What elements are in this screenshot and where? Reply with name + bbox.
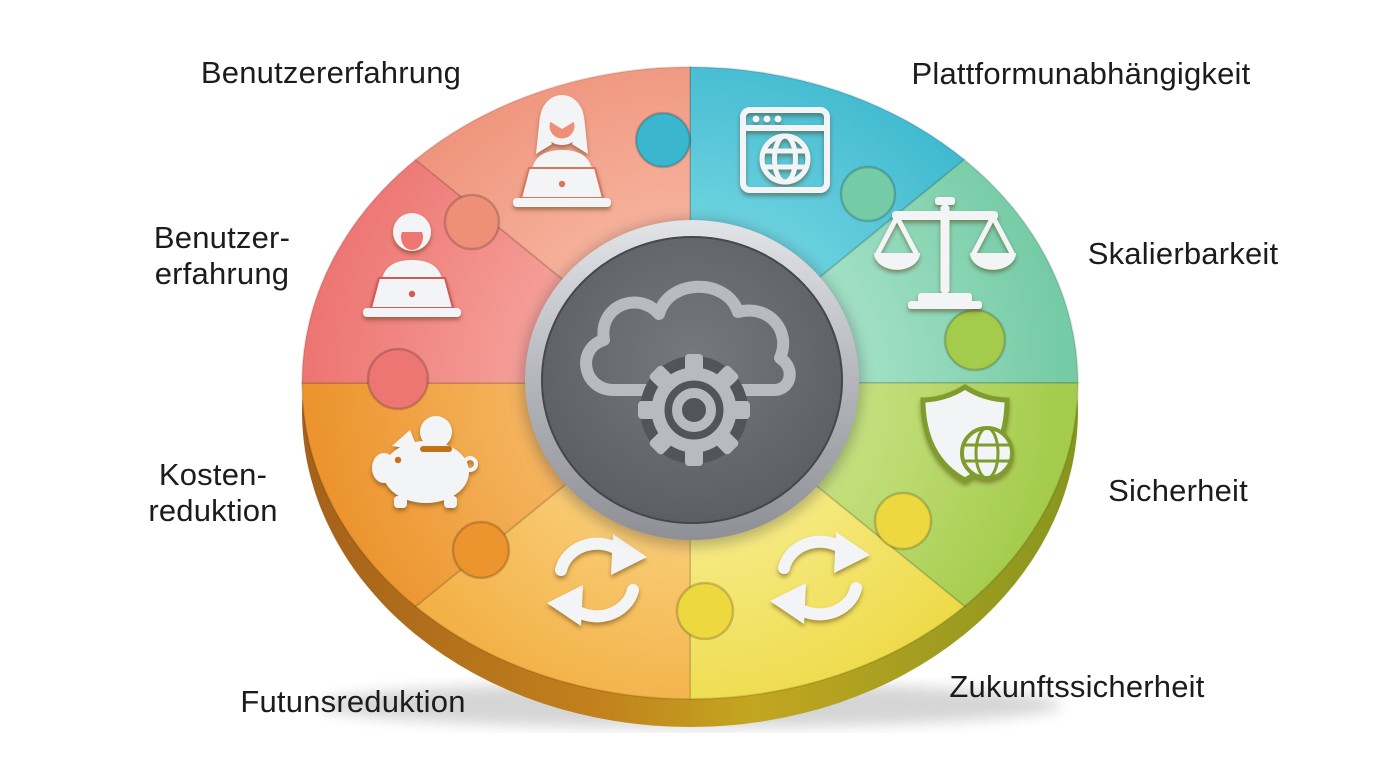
puzzle-knob	[366, 347, 430, 411]
label-benutzererfahrung-oben: Benutzererfahrung	[200, 55, 462, 90]
puzzle-knob	[451, 520, 511, 580]
shield-globe-icon	[920, 383, 1014, 483]
puzzle-knob	[943, 308, 1007, 372]
label-skalierbarkeit: Skalierbarkeit	[1087, 236, 1279, 271]
label-zukunftssicherheit: Zukunftssicherheit	[949, 669, 1205, 704]
label-sicherheit: Sicherheit	[1108, 473, 1248, 508]
browser-globe-icon	[740, 107, 830, 193]
label-futunsreduktion: Futunsreduktion	[240, 684, 466, 719]
refresh-icon	[547, 534, 647, 626]
puzzle-knob	[873, 491, 933, 551]
cloud-gear-icon	[580, 280, 796, 466]
scales-icon	[874, 197, 1016, 309]
label-kostenreduktion: Kosten- reduktion	[148, 457, 278, 528]
refresh-icon	[770, 532, 870, 624]
piggy-bank-icon	[372, 416, 478, 508]
puzzle-knob	[443, 193, 501, 251]
label-plattformunabhaengigkeit: Plattformunabhängigkeit	[911, 56, 1251, 91]
center-medal	[522, 220, 862, 546]
label-benutzererfahrung-links: Benutzer- erfahrung	[153, 220, 291, 291]
female-laptop-icon	[513, 95, 611, 207]
puzzle-knob	[675, 581, 735, 641]
puzzle-knob	[634, 111, 692, 169]
male-laptop-icon	[363, 213, 461, 317]
puzzle-knob	[839, 165, 897, 223]
